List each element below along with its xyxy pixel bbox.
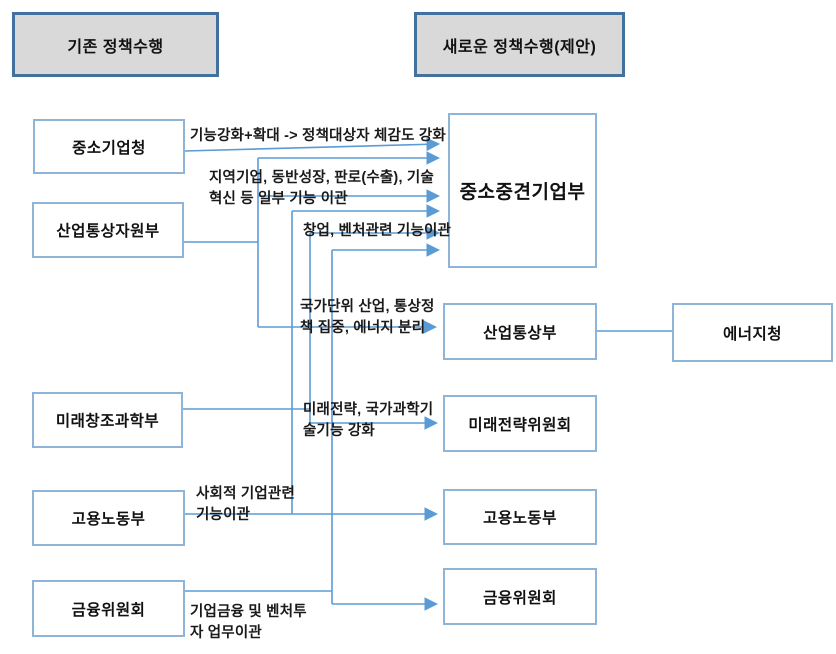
node-energy-agency: 에너지청 — [672, 303, 833, 362]
edge-label-regional: 지역기업, 동반성장, 판로(수출), 기술 혁신 등 일부 기능 이관 — [209, 170, 434, 207]
node-fsc-new: 금융위원회 — [443, 568, 597, 625]
node-moel: 고용노동부 — [32, 490, 185, 546]
edge-label-future-strategy: 미래전략, 국가과학기 술기능 강화 — [303, 402, 434, 439]
node-msip: 미래창조과학부 — [32, 392, 183, 448]
edge-label-national-industry: 국가단위 산업, 통상정 책 집중, 에너지 분리 — [300, 299, 435, 336]
header-existing-policy: 기존 정책수행 — [12, 12, 219, 77]
arrow-smba-to-newministry — [184, 137, 441, 152]
node-mot: 산업통상부 — [443, 303, 597, 360]
node-smba: 중소기업청 — [33, 119, 185, 174]
node-new-ministry: 중소중견기업부 — [448, 113, 597, 268]
edge-label-startup: 창업, 벤처관련 기능이관 — [303, 223, 452, 239]
node-fsc: 금융위원회 — [32, 580, 185, 637]
node-motie: 산업통상자원부 — [32, 202, 184, 258]
edge-label-social-enterprise: 사회적 기업관련 기능이관 — [196, 486, 296, 523]
node-future-committee: 미래전략위원회 — [443, 395, 597, 452]
header-new-policy: 새로운 정책수행(제안) — [414, 12, 625, 77]
edge-label-strengthen: 기능강화+확대 -> 정책대상자 체감도 강화 — [190, 128, 446, 144]
node-moel-new: 고용노동부 — [443, 489, 597, 545]
edge-label-corporate-finance: 기업금융 및 벤처투 자 업무이관 — [190, 604, 307, 641]
